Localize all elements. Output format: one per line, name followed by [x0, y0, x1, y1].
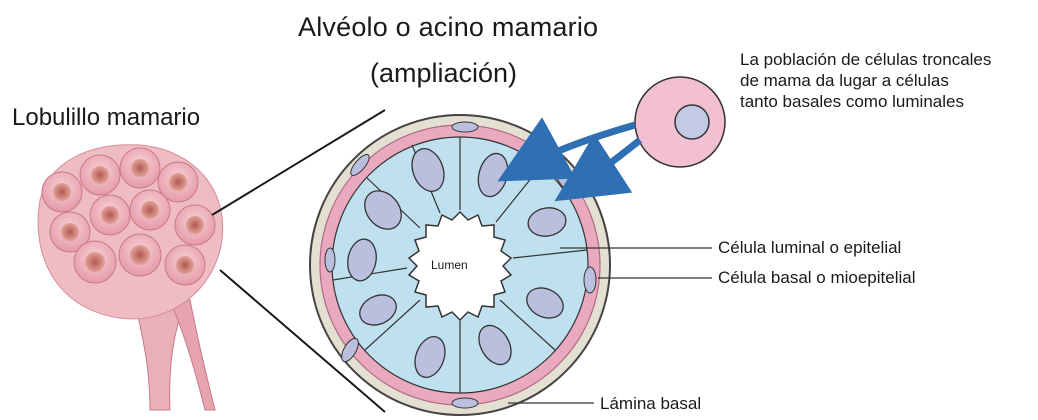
- lobule-illustration: [38, 145, 223, 410]
- stem-cell: [635, 77, 725, 167]
- luminal-cell-label: Célula luminal o epitelial: [718, 238, 901, 258]
- basal-lamina-label: Lámina basal: [600, 394, 701, 414]
- basal-cell-label: Célula basal o mioepitelial: [718, 268, 916, 288]
- lumen-label: Lumen: [431, 258, 468, 272]
- arrow-to-basal: [578, 140, 640, 186]
